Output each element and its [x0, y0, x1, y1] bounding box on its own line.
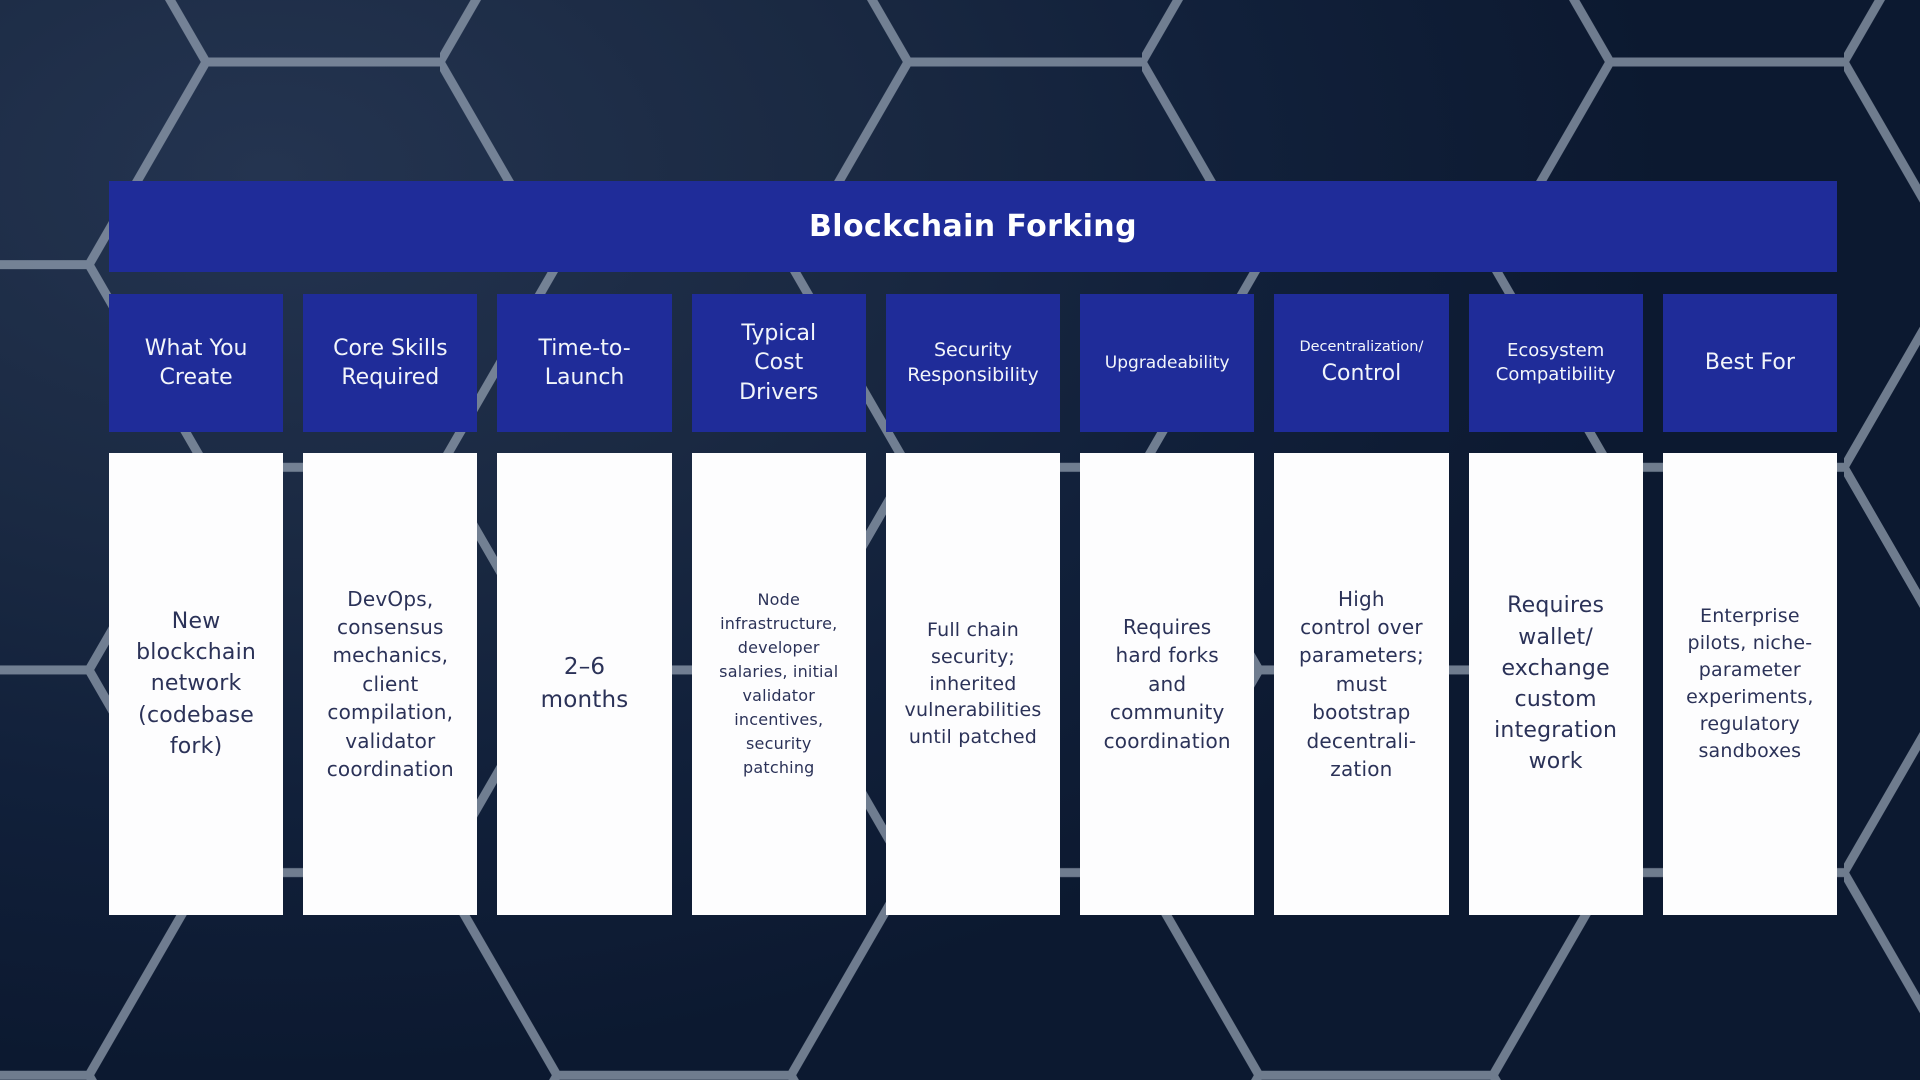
card-upgradeability: Requires hard forks and community coordi… [1080, 453, 1255, 915]
card-what-you-create: New blockchain network (codebase fork) [109, 453, 284, 915]
column-header-security-responsibility: Security Responsibility [885, 294, 1061, 432]
card-core-skills-required: DevOps, consensus mechanics, client comp… [303, 453, 478, 915]
column-header-upgradeability: Upgradeability [1080, 294, 1255, 432]
column-header-decentralization-control: Decentralization/ Control [1274, 294, 1449, 432]
card-ecosystem-compatibility: Requires wallet/ exchange custom integra… [1468, 453, 1643, 915]
card-security-responsibility: Full chain security; inherited vulnerabi… [885, 453, 1061, 915]
column-header-typical-cost-drivers: Typical Cost Drivers [691, 294, 866, 432]
card-typical-cost-drivers: Node infrastructure, developer salaries,… [691, 453, 866, 915]
column-header-time-to-launch: Time-to- Launch [497, 294, 672, 432]
column-header-best-for: Best For [1662, 294, 1837, 432]
page-title: Blockchain Forking [809, 209, 1137, 244]
column-header-what-you-create: What You Create [109, 294, 284, 432]
column-header-subtext: Decentralization/ [1299, 339, 1424, 356]
card-time-to-launch: 2–6 months [497, 453, 672, 915]
card-best-for: Enterprise pilots, niche- parameter expe… [1662, 453, 1837, 915]
column-header-ecosystem-compatibility: Ecosystem Compatibility [1468, 294, 1643, 432]
comparison-table: Blockchain Forking What You Create Core … [109, 181, 1837, 915]
card-decentralization-control: High control over parameters; must boots… [1274, 453, 1449, 915]
table-title-bar: Blockchain Forking [109, 181, 1837, 272]
body-row: New blockchain network (codebase fork) D… [109, 453, 1837, 915]
column-header-core-skills-required: Core Skills Required [303, 294, 478, 432]
header-row: What You Create Core Skills Required Tim… [109, 294, 1837, 432]
